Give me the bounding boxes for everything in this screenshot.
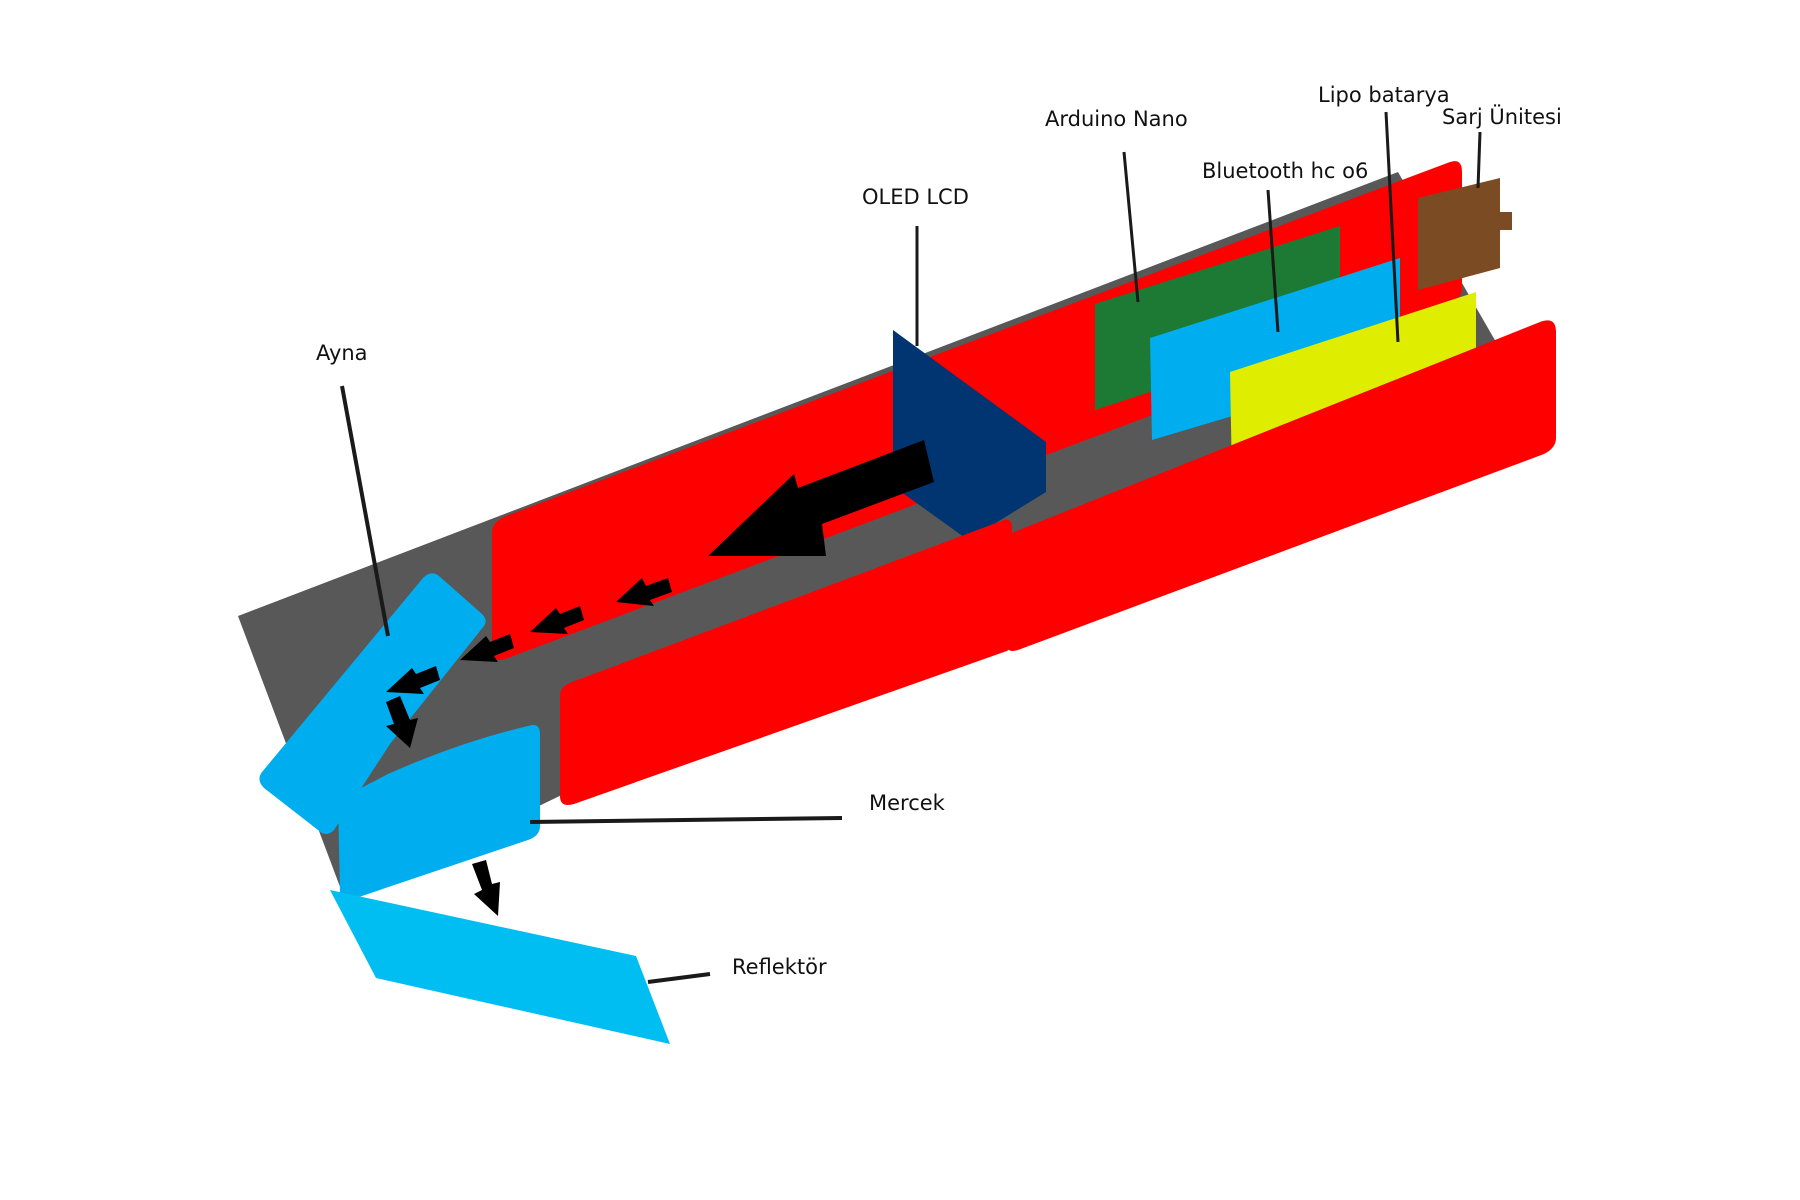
- lens-label: Mercek: [869, 791, 946, 815]
- labels: OLED LCD Arduino Nano Bluetooth hc o6 Li…: [316, 83, 1562, 979]
- reflector-label: Reflektör: [732, 955, 827, 979]
- arduino-nano-label: Arduino Nano: [1045, 107, 1188, 131]
- arrow-icon: [708, 440, 934, 556]
- front-case-wall-left: [560, 519, 1012, 805]
- charging-unit-label: Sarj Ünitesi: [1442, 104, 1562, 129]
- reflektor-leader-line: [647, 972, 711, 984]
- charging-unit: [1418, 178, 1512, 290]
- arrow-icon: [530, 606, 584, 634]
- mirror: [259, 573, 486, 834]
- mercek-leader-line: [529, 816, 843, 824]
- light-path: [386, 440, 934, 916]
- sarj-leader-line: [1476, 131, 1482, 189]
- arduino-leader-line: [1122, 151, 1140, 303]
- bluetooth-label: Bluetooth hc o6: [1202, 159, 1368, 183]
- arrow-icon: [616, 578, 672, 606]
- leader-lines: [340, 111, 1482, 984]
- reflector: [330, 890, 670, 1044]
- bluetooth-module: [1150, 258, 1400, 440]
- arrow-icon: [386, 666, 440, 694]
- lens: [338, 725, 540, 902]
- arrow-icon: [460, 634, 514, 662]
- ayna-leader-line: [340, 385, 390, 637]
- lipo-leader-line: [1384, 111, 1400, 343]
- arrow-icon: [386, 696, 418, 748]
- arrow-icon: [472, 860, 500, 916]
- mirror-label: Ayna: [316, 341, 368, 365]
- oled-lcd-label: OLED LCD: [862, 185, 969, 209]
- oled-lcd-display: [893, 330, 1046, 540]
- bluetooth-leader-line: [1266, 189, 1280, 333]
- front-case-wall-right: [1006, 320, 1556, 651]
- lipo-battery-label: Lipo batarya: [1318, 83, 1450, 107]
